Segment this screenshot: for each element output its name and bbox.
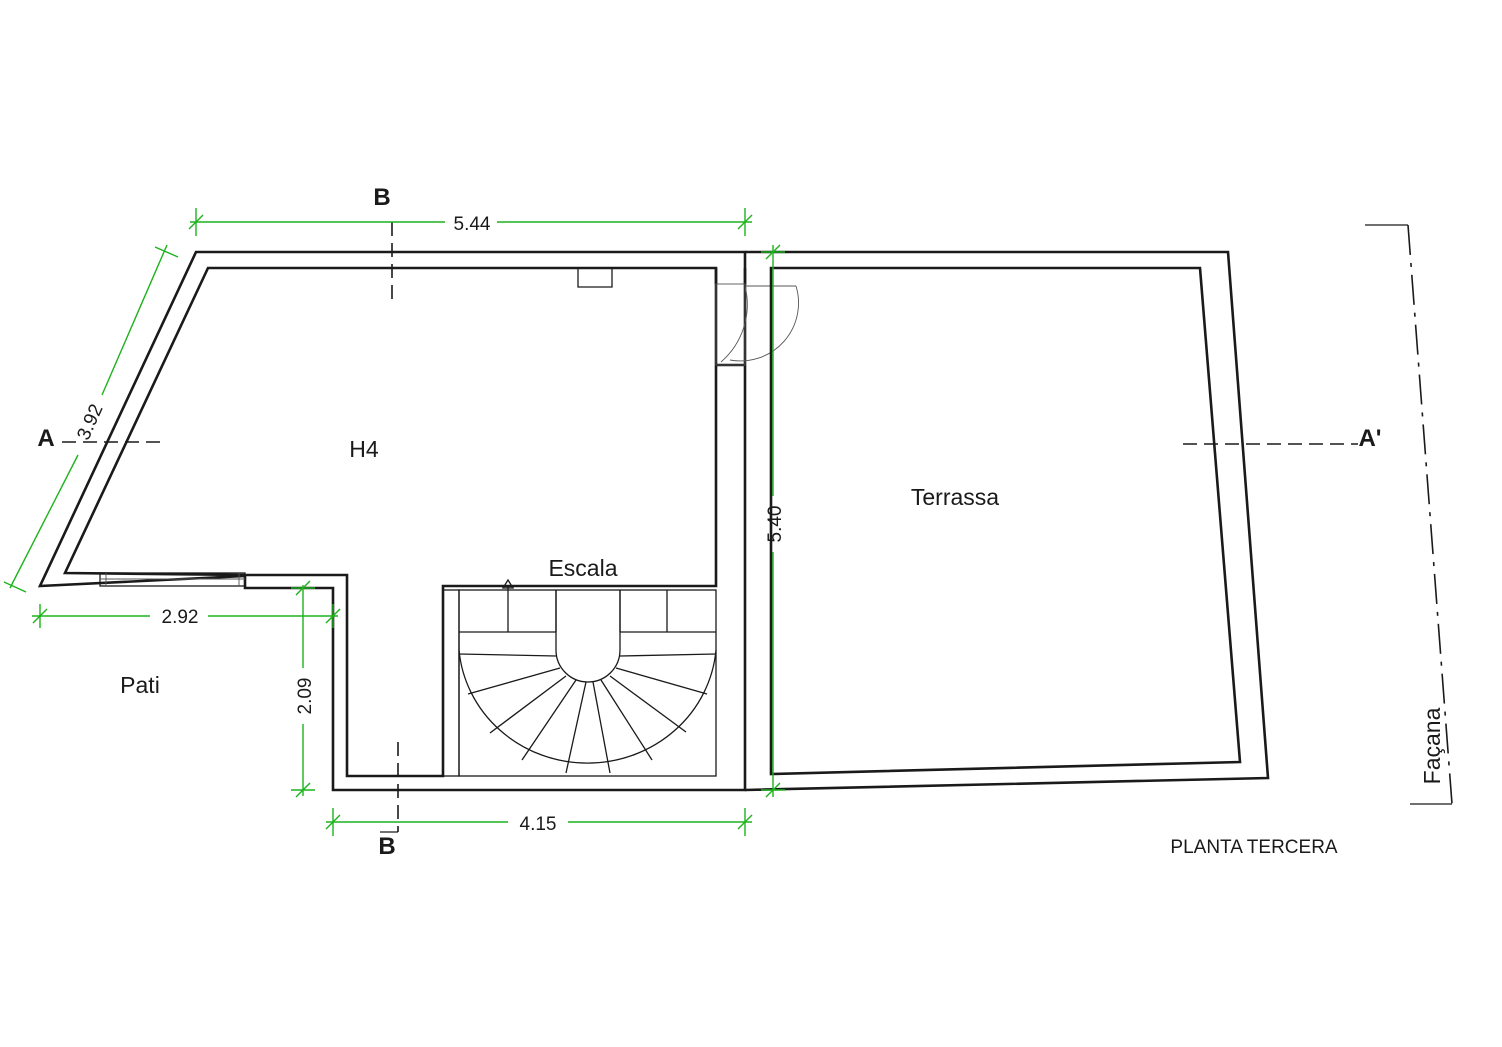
dimension-top-width: 5.44 <box>454 214 491 235</box>
facade-label: Façana <box>1419 707 1445 784</box>
terrace-walls <box>744 250 1270 792</box>
spiral-stair <box>442 578 717 777</box>
facade-line <box>1365 224 1453 805</box>
h4-walls <box>37 250 747 792</box>
room-label-escala: Escala <box>548 555 617 581</box>
dimension-step-height: 2.09 <box>295 678 316 715</box>
plan-title: PLANTA TERCERA <box>1170 837 1338 858</box>
section-label-b-top: B <box>373 184 390 211</box>
section-label-a: A <box>37 425 54 452</box>
dimension-lines <box>3 208 785 836</box>
room-label-h4: H4 <box>349 436 379 462</box>
section-lines <box>62 222 1358 833</box>
dimension-right-height: 5.40 <box>765 506 786 543</box>
window <box>99 572 246 587</box>
door-swing <box>715 283 799 366</box>
dimension-bottom-width: 4.15 <box>520 814 557 835</box>
section-label-b-bottom: B <box>378 833 395 860</box>
section-label-a-prime: A' <box>1358 425 1381 452</box>
room-label-terrassa: Terrassa <box>911 484 999 510</box>
dimension-diagonal: 3.92 <box>73 401 107 443</box>
dimension-left-width: 2.92 <box>162 607 199 628</box>
room-label-pati: Pati <box>120 672 160 698</box>
